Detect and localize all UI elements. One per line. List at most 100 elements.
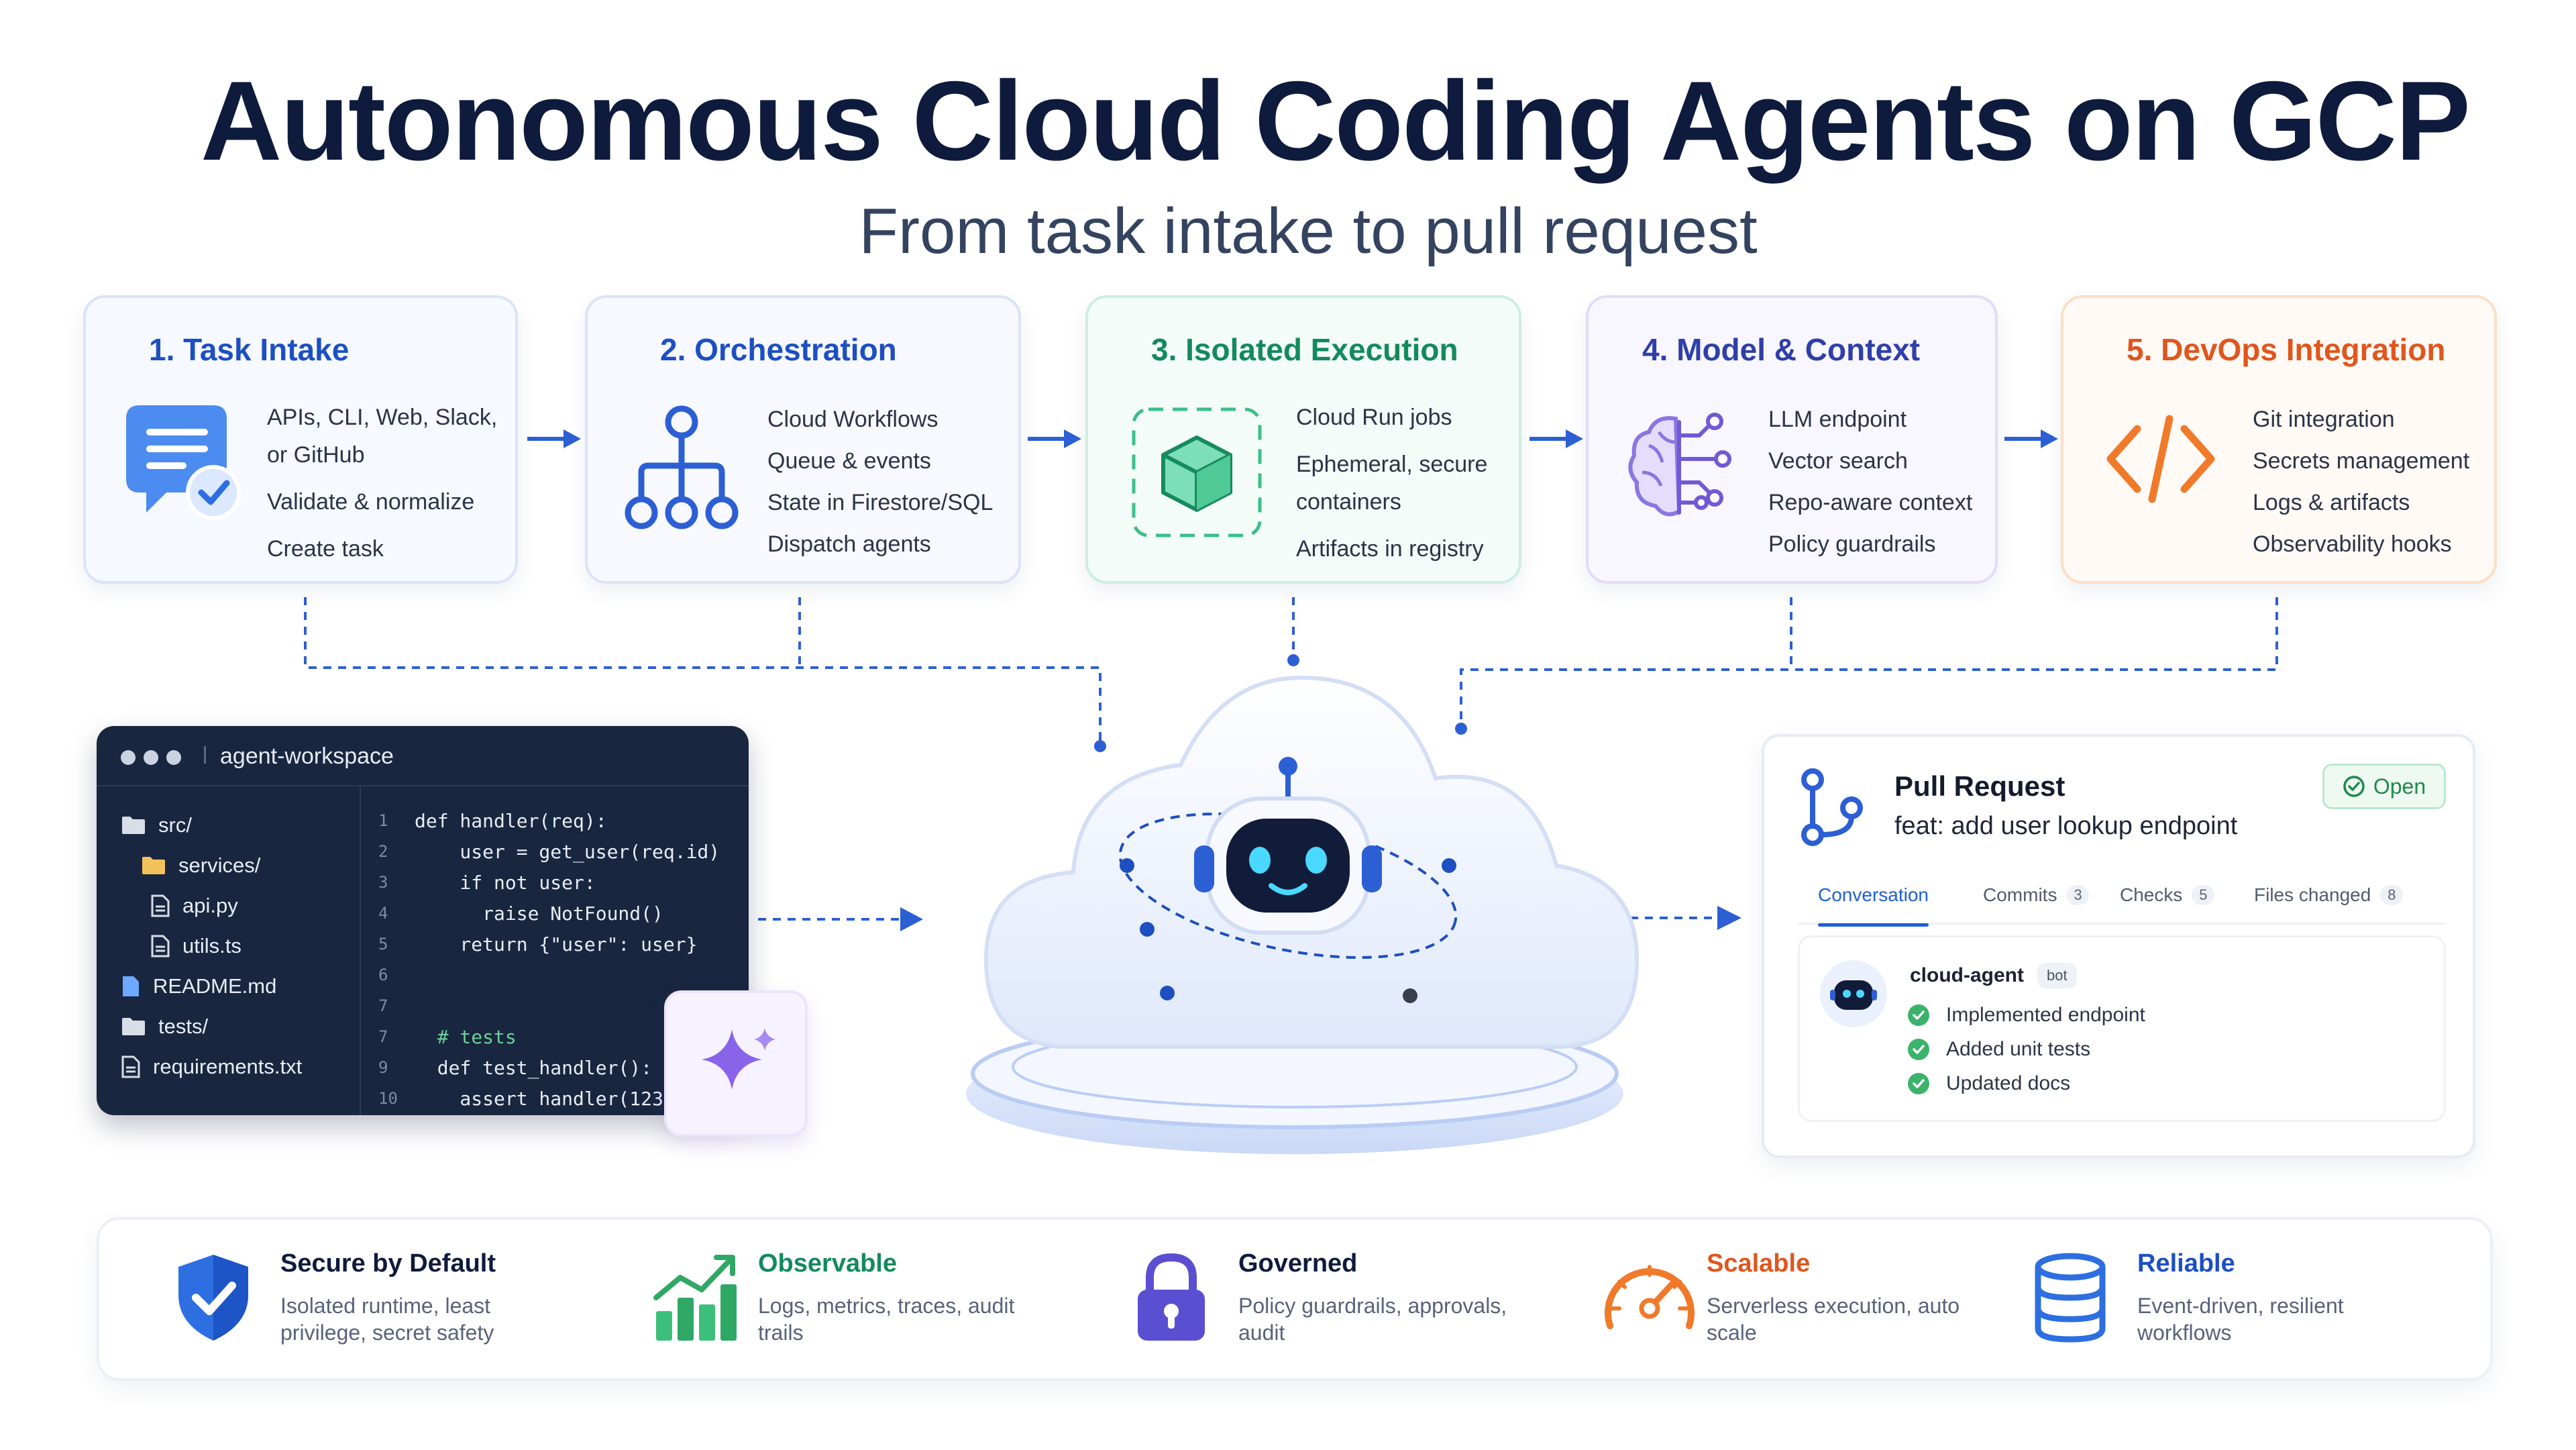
check-circle-icon — [2343, 776, 2365, 797]
pr-status-badge: Open — [2322, 764, 2446, 809]
code-text: if not user: — [415, 871, 596, 894]
window-dot[interactable] — [144, 750, 158, 765]
tab-conversation[interactable]: Conversation — [1818, 884, 1929, 927]
stage-card-isolated-execution: 3. Isolated Execution Cloud Run jobs Eph… — [1085, 295, 1521, 584]
code-text: def handler(req): — [415, 809, 607, 832]
check-list: Implemented endpoint Added unit tests Up… — [1907, 998, 2145, 1100]
stage-item: Secrets management — [2253, 448, 2470, 474]
line-number: 7 — [378, 996, 388, 1015]
check-circle-icon — [1908, 1038, 1929, 1060]
stage-item: LLM endpoint — [1768, 407, 1907, 432]
feature-desc: Isolated runtime, least privilege, secre… — [280, 1294, 494, 1345]
code-text: return {"user": user} — [415, 933, 698, 955]
line-number: 9 — [378, 1058, 388, 1077]
feature-desc: Serverless execution, auto scale — [1707, 1294, 1960, 1345]
avatar — [1820, 960, 1887, 1027]
feature-desc: Event-driven, resilient workflows — [2137, 1294, 2344, 1345]
line-number: 4 — [378, 904, 388, 923]
stage-item: State in Firestore/SQL — [767, 490, 994, 515]
stage-item: Git integration — [2253, 407, 2395, 432]
check-circle-icon — [1908, 1072, 1929, 1094]
git-branch-icon — [1801, 768, 1863, 846]
tab-separator — [204, 746, 206, 764]
orbit-nodes — [1120, 858, 1456, 1003]
stage-title: 3. Isolated Execution — [1151, 332, 1458, 367]
author-name[interactable]: cloud-agent — [1910, 964, 2024, 986]
file-tree-item[interactable]: services/ — [121, 845, 302, 886]
line-number: 1 — [378, 811, 388, 830]
file-name: services/ — [178, 853, 261, 877]
arrowhead-cloud-pr — [1717, 906, 1741, 930]
code-line: 9 def test_handler(): — [372, 1052, 720, 1083]
pr-title: Pull Request — [1894, 770, 2065, 802]
code-line: 3 if not user: — [372, 867, 720, 898]
file-name: README.md — [153, 974, 277, 998]
page-title: Autonomous Cloud Coding Agents on GCP — [201, 58, 2471, 184]
file-tree-item[interactable]: requirements.txt — [121, 1047, 302, 1087]
file-tree-item[interactable]: README.md — [121, 966, 302, 1006]
line-number: 2 — [378, 842, 388, 861]
line-number: 6 — [378, 966, 388, 984]
code-text: def test_handler(): — [415, 1056, 653, 1079]
feature-title: Governed — [1238, 1249, 1358, 1278]
stage-title: 4. Model & Context — [1642, 332, 1921, 367]
code-line: 7 # tests — [372, 1021, 720, 1052]
tab-count: 8 — [2380, 885, 2404, 905]
line-number: 3 — [378, 873, 388, 892]
database-icon — [2035, 1253, 2106, 1343]
line-number: 10 — [378, 1089, 398, 1108]
code-text: assert handler(123) — [415, 1087, 675, 1110]
file-tree-item[interactable]: tests/ — [121, 1006, 302, 1047]
code-brackets-icon — [2104, 412, 2218, 509]
tab-label: Checks — [2120, 884, 2183, 905]
file-tree: src/ services/ api.py utils.ts README.md… — [121, 805, 302, 1087]
pr-comment: cloud-agent bot Implemented endpoint Add… — [1798, 935, 2446, 1122]
file-icon — [150, 935, 170, 957]
stage-item: Vector search — [1768, 448, 1908, 474]
robot-icon — [1194, 757, 1382, 935]
pull-request-card: Pull Request feat: add user lookup endpo… — [1762, 734, 2475, 1158]
file-tree-item[interactable]: api.py — [121, 886, 302, 926]
code-text: user = get_user(req.id) — [415, 840, 720, 863]
pr-subtitle[interactable]: feat: add user lookup endpoint — [1894, 812, 2238, 840]
code-line: 7 — [372, 990, 720, 1021]
window-dot[interactable] — [166, 750, 181, 765]
file-tree-item[interactable]: src/ — [121, 805, 302, 845]
robot-avatar-icon — [1830, 980, 1877, 1010]
code-line: 4 raise NotFound() — [372, 898, 720, 929]
stage-item: Create task — [267, 536, 384, 562]
check-label: Implemented endpoint — [1946, 1003, 2145, 1026]
growth-chart-icon — [653, 1255, 737, 1341]
feature-title: Reliable — [2137, 1249, 2235, 1278]
stage-card-devops-integration: 5. DevOps Integration Git integration Se… — [2061, 295, 2497, 584]
file-name: src/ — [158, 813, 192, 837]
list-item: Added unit tests — [1907, 1032, 2145, 1066]
stage-item: Dispatch agents — [767, 531, 931, 557]
stage-card-orchestration: 2. Orchestration Cloud Workflows Queue &… — [585, 295, 1021, 584]
file-icon — [121, 975, 141, 998]
feature-desc: Logs, metrics, traces, audit trails — [758, 1294, 1015, 1345]
window-dot[interactable] — [121, 750, 136, 765]
code-line: 10 assert handler(123) — [372, 1083, 720, 1114]
line-number: 5 — [378, 935, 388, 953]
code-listing[interactable]: 1 def handler(req): 2 user = get_user(req.… — [372, 805, 720, 1114]
line-number: 7 — [378, 1027, 388, 1046]
sparkle-icon — [702, 1028, 775, 1090]
file-tree-item[interactable]: utils.ts — [121, 926, 302, 966]
page-subtitle: From task intake to pull request — [859, 195, 1758, 267]
agent-workspace-editor: agent-workspace src/ services/ api.py ut… — [97, 726, 749, 1115]
editor-tab[interactable]: agent-workspace — [220, 743, 394, 769]
list-item: Implemented endpoint — [1907, 998, 2145, 1032]
arrow-right-icon — [2004, 429, 2058, 448]
tab-count: 3 — [2066, 885, 2090, 905]
tab-label: Conversation — [1818, 884, 1929, 905]
feature-title: Observable — [758, 1249, 897, 1278]
stage-items: Cloud Workflows Queue & events State in … — [767, 399, 993, 565]
stage-items: Git integration Secrets management Logs … — [2253, 399, 2469, 565]
folder-icon — [121, 815, 146, 835]
stage-item: Validate & normalize — [267, 489, 475, 515]
cloud-agent-illustration — [966, 675, 1640, 1154]
